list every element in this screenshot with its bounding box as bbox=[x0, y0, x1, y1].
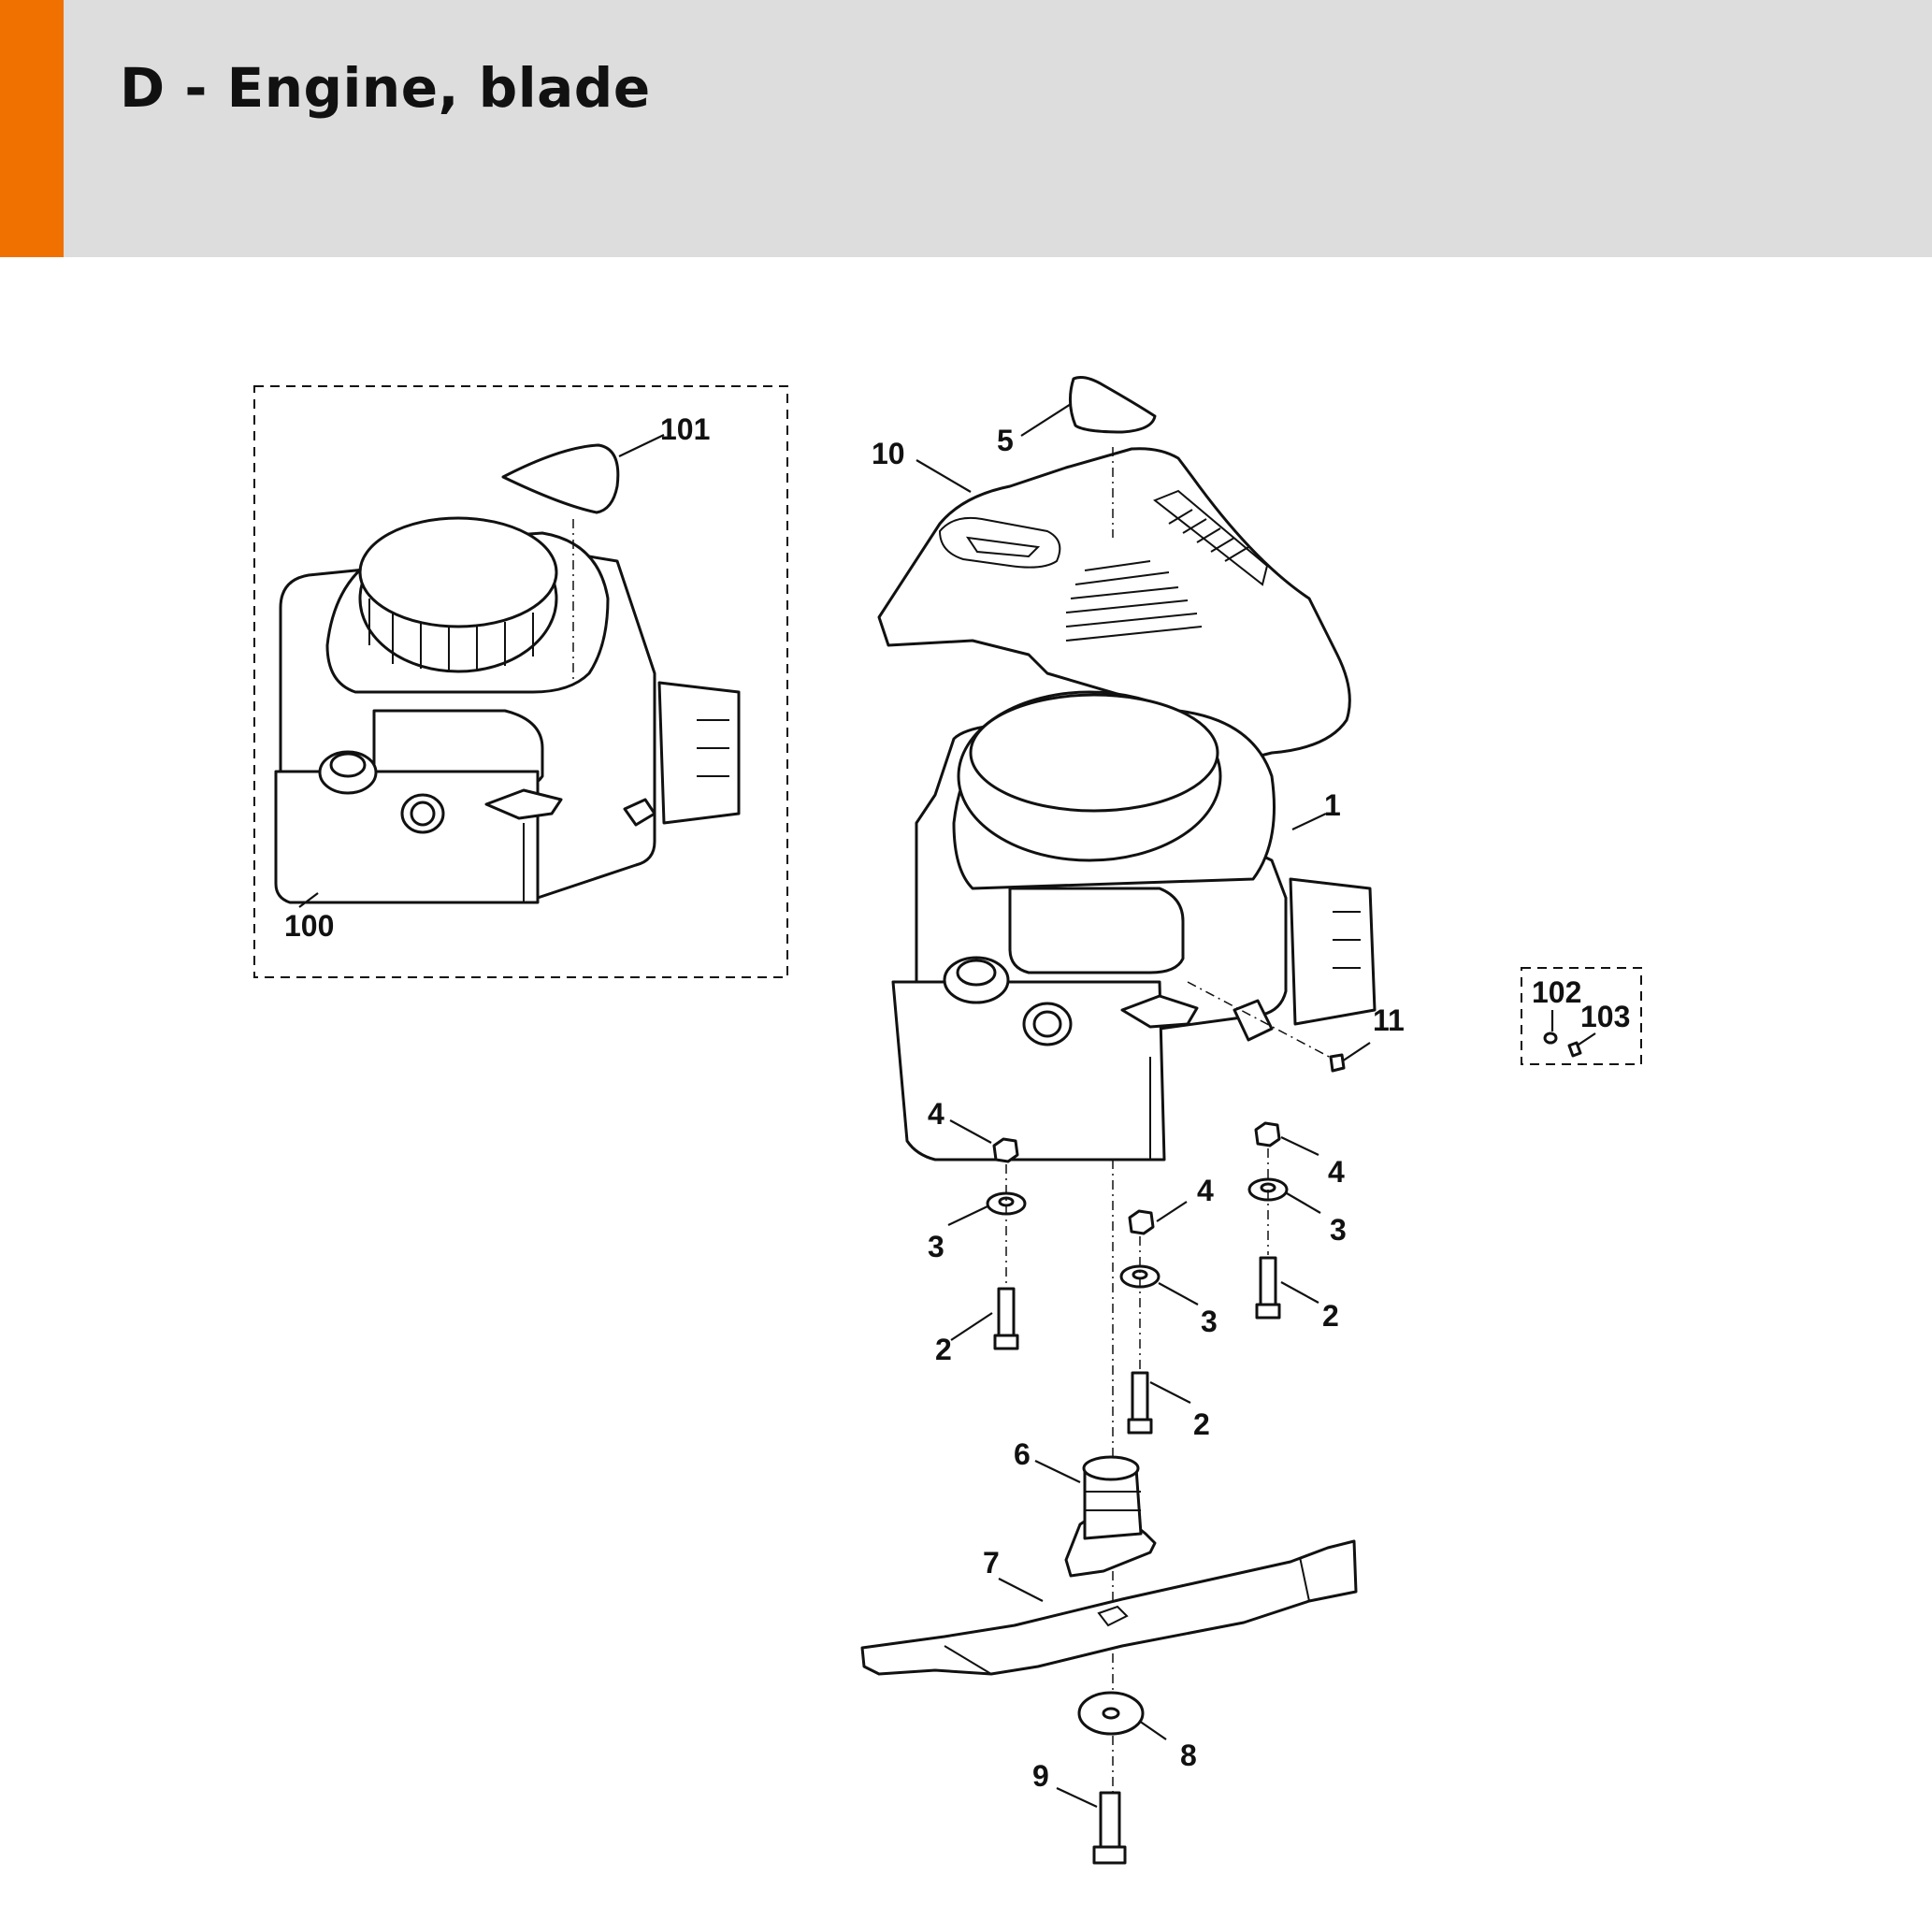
page-title: D - Engine, blade bbox=[120, 56, 651, 120]
callout-2-right: 2 bbox=[1322, 1299, 1339, 1333]
header-accent-stripe bbox=[0, 0, 64, 257]
sticker-101 bbox=[501, 443, 620, 514]
assembly-100-box bbox=[253, 385, 788, 978]
header-bar bbox=[0, 0, 1932, 257]
engine-assembly-100 bbox=[274, 516, 741, 904]
callout-4-middle: 4 bbox=[1197, 1174, 1214, 1207]
callout-7: 7 bbox=[983, 1546, 1000, 1580]
callout-100: 100 bbox=[284, 909, 334, 943]
callout-3-middle: 3 bbox=[1201, 1305, 1218, 1338]
blade-bolt-9 bbox=[1092, 1791, 1127, 1865]
callout-2-middle: 2 bbox=[1193, 1407, 1210, 1441]
callout-10: 10 bbox=[872, 437, 905, 470]
mounting-hardware-middle bbox=[1119, 1209, 1161, 1435]
parts-102-103-box bbox=[1521, 967, 1642, 1065]
callout-101: 101 bbox=[660, 412, 710, 446]
engine-1 bbox=[891, 690, 1377, 1162]
callout-3-left: 3 bbox=[928, 1230, 944, 1263]
part-102 bbox=[1543, 1032, 1558, 1045]
callout-4-left: 4 bbox=[928, 1097, 944, 1131]
blade-7 bbox=[860, 1539, 1358, 1676]
mounting-hardware-left bbox=[986, 1137, 1027, 1350]
blade-adapter-6 bbox=[1064, 1455, 1157, 1578]
callout-1: 1 bbox=[1324, 788, 1341, 822]
callout-4-right: 4 bbox=[1328, 1155, 1345, 1189]
leader-lines bbox=[298, 403, 1596, 1808]
callout-5: 5 bbox=[997, 424, 1014, 457]
callout-2-left: 2 bbox=[935, 1333, 952, 1366]
callout-103: 103 bbox=[1580, 1000, 1630, 1033]
callout-8: 8 bbox=[1180, 1739, 1197, 1772]
screw-11 bbox=[1329, 1053, 1346, 1073]
callout-6: 6 bbox=[1014, 1437, 1031, 1471]
callout-102: 102 bbox=[1532, 975, 1581, 1009]
mounting-hardware-right bbox=[1247, 1121, 1289, 1320]
engine-shroud-10 bbox=[877, 447, 1351, 783]
callout-11: 11 bbox=[1373, 1003, 1405, 1037]
callout-9: 9 bbox=[1032, 1759, 1049, 1793]
sticker-5 bbox=[1069, 376, 1157, 434]
callout-3-right: 3 bbox=[1330, 1213, 1347, 1247]
part-103 bbox=[1567, 1041, 1582, 1058]
